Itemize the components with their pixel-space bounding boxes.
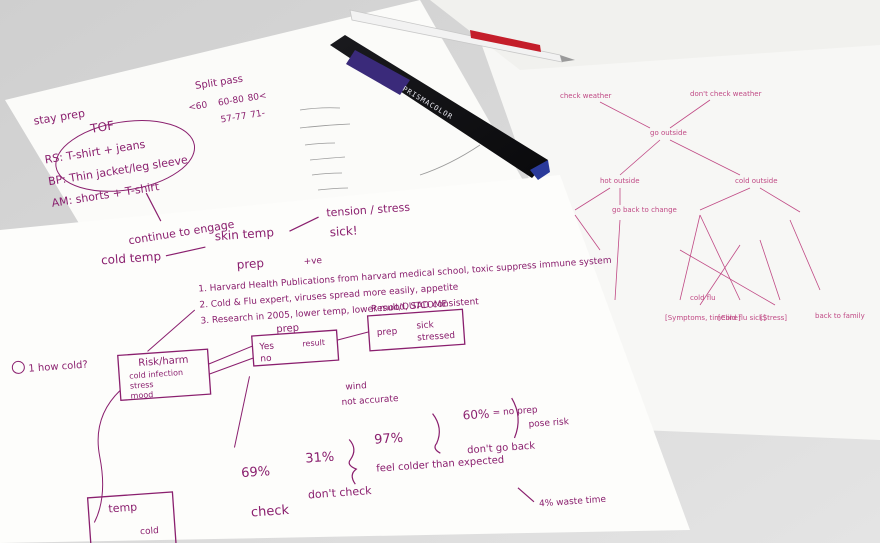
prep-result: result	[302, 338, 325, 349]
risk-item-1: cold infection	[129, 368, 183, 381]
ballpoint-pen	[349, 9, 575, 63]
prep-title: prep	[276, 323, 299, 336]
node-hot-outside: hot outside	[600, 177, 640, 185]
flow-sick: sick!	[329, 223, 358, 239]
range-1: <60	[188, 100, 209, 113]
note-not-accurate: not accurate	[341, 394, 399, 408]
node-stress: [Stress]	[760, 314, 787, 322]
main-paper-sheet	[0, 175, 690, 543]
flow-skin-temp: skin temp	[214, 225, 274, 243]
node-back-family: back to family	[815, 312, 865, 320]
outcome-stressed: stressed	[417, 331, 455, 344]
faint-pencil-notes	[299, 107, 481, 191]
stat-label-4: don't go back	[467, 441, 536, 457]
flow-cold-temp: cold temp	[101, 249, 162, 267]
risk-item-3: mood	[130, 390, 153, 401]
temp-title: temp	[108, 500, 138, 515]
node-cold-flu: cold flu	[690, 294, 716, 302]
risk-title: Risk/harm	[138, 355, 189, 369]
flow-ve: +ve	[303, 256, 323, 267]
temp-sub: cold	[140, 526, 159, 537]
node-symptoms: [Symptoms, timeline]	[665, 314, 741, 322]
flow-tension: tension / stress	[326, 201, 411, 220]
range-2: 60-80	[217, 95, 245, 109]
note-wind: wind	[345, 381, 367, 392]
stat-label-2: don't check	[307, 484, 372, 501]
node-check-weather: check weather	[560, 92, 612, 100]
question-how-cold: 1 how cold?	[28, 360, 88, 375]
right-sheet-flowchart: check weather don't check weather go out…	[560, 90, 865, 322]
stat-value-4: 60%	[462, 407, 490, 423]
outcome-sick: sick	[416, 320, 435, 331]
top-title: TOF	[88, 118, 115, 136]
flow-prep: prep	[236, 256, 264, 272]
prep-yes: Yes	[258, 342, 274, 353]
node-dont-check: don't check weather	[690, 90, 762, 98]
risk-item-2: stress	[130, 380, 154, 391]
node-go-back: go back to change	[612, 206, 677, 214]
outcome-left: prep	[376, 327, 397, 338]
stat-value-3: 97%	[374, 431, 404, 448]
prep-box	[251, 329, 340, 367]
range-5: 71-	[250, 109, 266, 121]
side-note-3: 4% waste time	[539, 495, 607, 510]
side-note-1: = no prep	[492, 405, 538, 418]
range-4: 57-77	[220, 111, 247, 125]
stat-value-2: 31%	[305, 450, 335, 467]
risk-box	[117, 348, 212, 402]
outcome-box	[366, 308, 466, 352]
prep-no: no	[260, 354, 272, 365]
side-note-2: pose risk	[528, 417, 570, 430]
node-cold-outside: cold outside	[735, 177, 778, 185]
stat-label-1: check	[251, 503, 290, 521]
node-go-outside: go outside	[650, 129, 687, 137]
stat-value-1: 69%	[241, 464, 271, 481]
range-3: 80<	[247, 91, 267, 104]
temp-box	[86, 491, 177, 543]
node-cold-flu-sick: [Cold flu sick]	[718, 314, 766, 322]
top-paper-sheet	[5, 0, 540, 225]
